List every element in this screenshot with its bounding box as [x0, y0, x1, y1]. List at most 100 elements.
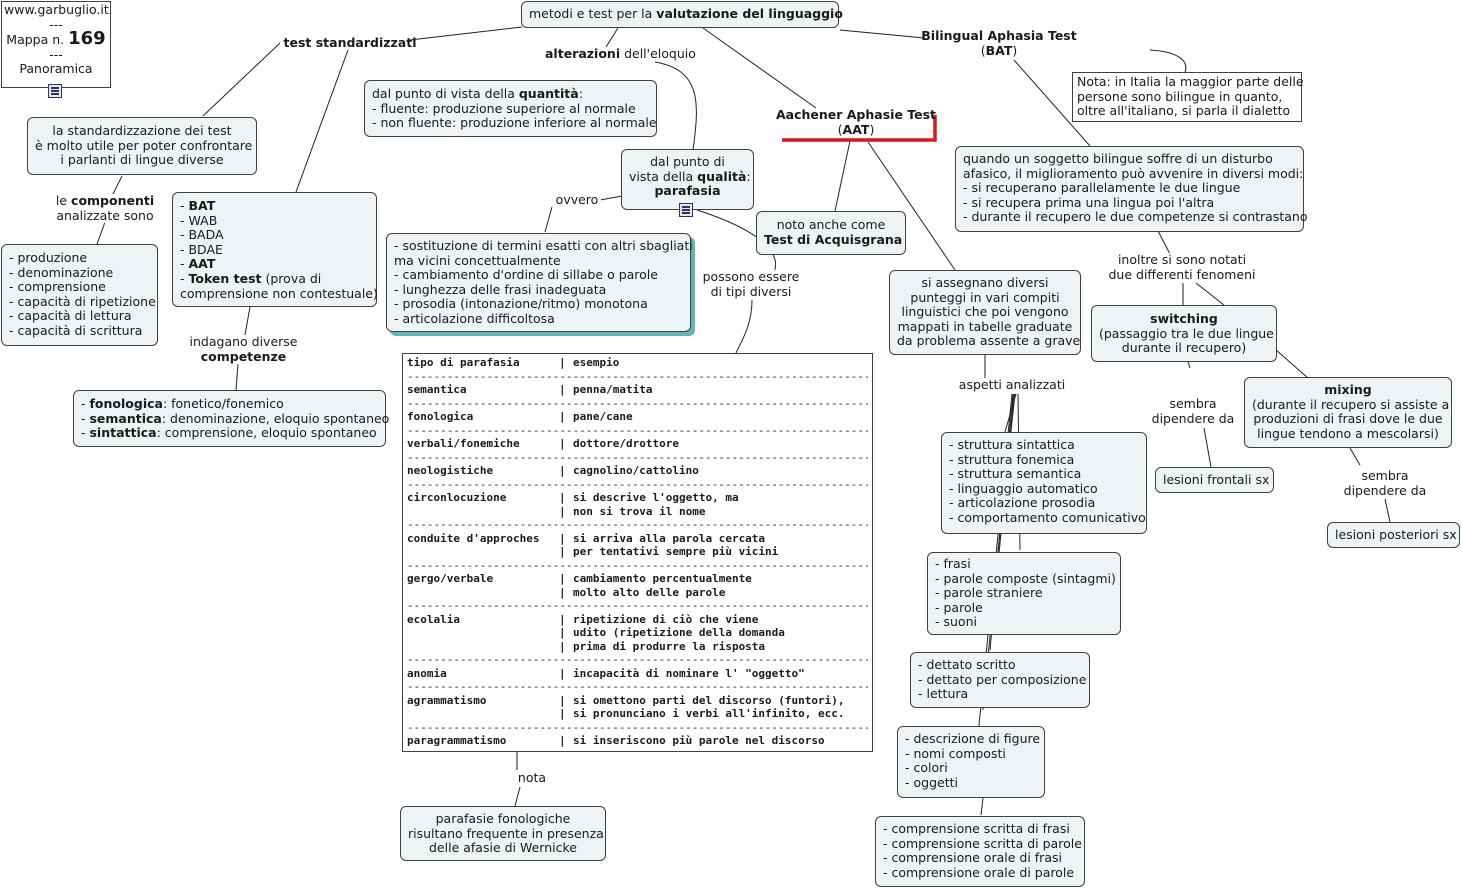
alterazioni-label[interactable]: alterazioni dell'eloquio [545, 46, 696, 61]
panoramica-link[interactable]: Panoramica [19, 61, 93, 77]
table-row: neologistiche|cagnolino/cattolino [407, 464, 868, 478]
table-separator: | [559, 545, 566, 558]
table-row: gergo/verbale | cambiamento percentualment… [407, 572, 868, 586]
separator: --- [49, 46, 63, 62]
tipi-diversi-label: possono essere di tipi diversi [700, 269, 802, 300]
table-separator: | [559, 504, 566, 518]
site-url[interactable]: www.garbuglio.it [4, 2, 109, 17]
acquisgrana-node[interactable]: noto anche come Test di Acquisgrana [756, 211, 906, 255]
parafasia-table[interactable]: tipo di parafasia|esempio---------------… [402, 353, 873, 752]
aat-title[interactable]: Aachener Aphasie Test (AAT) [775, 107, 937, 137]
table-cell-example: cambiamento percentualmente [573, 572, 752, 585]
competenze-list-node[interactable]: - fonologica: fonetico/fonemico - semant… [73, 390, 389, 447]
nota-italia-node[interactable]: Nota: in Italia la maggior parte delle p… [1072, 72, 1304, 122]
table-cell-type: gergo/verbale [407, 572, 494, 585]
table-cell-example: udito (ripetizione della domanda [573, 626, 785, 639]
table-rule: ----------------------------------------… [407, 518, 868, 531]
bilingue-node[interactable]: quando un soggetto bilingue soffre di un… [955, 146, 1307, 232]
frasi-node[interactable]: - frasi - parole composte (sintagmi) - p… [927, 552, 1121, 635]
table-separator: | [559, 639, 566, 653]
nota-label: nota [512, 770, 552, 786]
table-rule: ----------------------------------------… [407, 477, 868, 491]
table-cell-type [407, 545, 559, 559]
table-rule: ----------------------------------------… [407, 396, 868, 410]
table-cell-example: dottore/drottore [573, 437, 679, 450]
componenti-list-node[interactable]: - produzione - denominazione - comprensi… [1, 244, 158, 346]
table-row: | udito (ripetizione della domanda [407, 626, 868, 640]
aspetti-label: aspetti analizzati [953, 377, 1071, 393]
componenti-label: le componenti analizzate sono [46, 193, 164, 224]
table-row: |molto alto delle parole [407, 586, 868, 600]
table-separator: | [559, 585, 566, 599]
table-separator: | [559, 531, 566, 545]
map-number-line: Mappa n. 169 [4, 30, 108, 48]
competenze-label: indagano diverse competenze [186, 334, 301, 365]
table-cell-type [407, 707, 559, 721]
table-rule: ----------------------------------------… [407, 680, 868, 693]
bat-title[interactable]: Bilingual Aphasia Test (BAT) [921, 28, 1077, 58]
site-info-box: www.garbuglio.it --- Mappa n. 169 --- Pa… [1, 1, 111, 88]
table-separator: | [559, 491, 566, 504]
table-separator: | [559, 572, 566, 585]
ovvero-label: ovvero [553, 192, 601, 208]
nota-wernicke-node[interactable]: parafasie fonologiche risultano frequent… [400, 806, 606, 861]
table-cell-type: paragrammatismo [407, 734, 507, 747]
table-rule: ----------------------------------------… [407, 720, 868, 734]
mixing-node[interactable]: mixing (durante il recupero si assiste a… [1244, 377, 1452, 448]
standardizzazione-node[interactable]: la standardizzazione dei test è molto ut… [27, 117, 257, 175]
descrizione-node[interactable]: - descrizione di figure - nomi composti … [897, 726, 1045, 798]
test-list-node[interactable]: - BAT - WAB - BADA - BDAE - AAT - Token … [172, 192, 378, 307]
fenomeni-label: inoltre si sono notati due differenti fe… [1104, 252, 1260, 283]
map-link-icon[interactable] [48, 84, 62, 98]
table-row: conduite d'approches|si arriva alla paro… [407, 532, 868, 546]
table-separator: | [559, 437, 566, 450]
table-cell-type: semantica [407, 383, 467, 396]
table-row: ecolalia|ripetizione di ciò che viene [407, 613, 868, 627]
table-rule: ----------------------------------------… [407, 653, 868, 666]
table-row: agrammatismo|si omettono parti del disco… [407, 694, 868, 708]
table-rule: ----------------------------------------… [407, 599, 868, 612]
table-rule: ----------------------------------------… [407, 450, 868, 464]
notes-icon[interactable] [679, 203, 693, 217]
table-row: verbali/fonemiche|dottore/drottore [407, 437, 868, 451]
table-cell-type: neologistiche [407, 464, 494, 477]
comprensione-node[interactable]: - comprensione scritta di frasi - compre… [875, 816, 1085, 887]
aat-red-marker [782, 115, 937, 142]
quantita-node[interactable]: dal punto di vista della quantità: - flu… [364, 80, 657, 137]
sembra-label-1: sembra dipendere da [1150, 396, 1236, 427]
table-rule: ----------------------------------------… [407, 423, 868, 437]
table-separator: | [559, 410, 566, 423]
table-cell-example: incapacità di nominare l' "oggetto" [573, 666, 805, 680]
table-rule: ----------------------------------------… [407, 558, 868, 572]
test-standardizzati-label[interactable]: test standardizzati [283, 35, 417, 50]
root-node[interactable]: metodi e test per la valutazione del lin… [521, 1, 843, 28]
map-label: Mappa n. [6, 32, 65, 48]
table-separator: | [559, 626, 566, 639]
punteggi-node[interactable]: si assegnano diversi punteggi in vari co… [889, 270, 1081, 355]
table-cell-type: agrammatismo [407, 693, 487, 707]
table-separator: | [559, 666, 566, 680]
table-cell-type: conduite d'approches [407, 531, 540, 545]
map-number: 169 [68, 28, 106, 50]
switching-node[interactable]: switching (passaggio tra le due lingue d… [1091, 305, 1277, 362]
strutture-node[interactable]: - struttura sintattica - struttura fonem… [941, 432, 1147, 534]
lesioni-frontali-node[interactable]: lesioni frontali sx [1155, 467, 1274, 493]
table-separator: | [559, 383, 566, 396]
table-row: paragrammatismo|si inseriscono più parol… [407, 734, 868, 748]
qualita-node[interactable]: dal punto di vista della qualità: parafa… [621, 149, 754, 210]
table-cell-example: penna/matita [573, 383, 653, 396]
table-cell-example: prima di produrre la risposta [573, 639, 766, 653]
root-prefix: metodi e test per la [529, 6, 653, 21]
parafasia-description-node[interactable]: - sostituzione di termini esatti con alt… [386, 233, 693, 332]
lesioni-posteriori-node[interactable]: lesioni posteriori sx [1327, 522, 1460, 548]
dettato-node[interactable]: - dettato scritto - dettato per composiz… [910, 652, 1090, 708]
table-cell-type: fonologica [407, 410, 474, 423]
table-separator: | [559, 707, 566, 720]
table-cell-example: ripetizione di ciò che viene [573, 612, 759, 626]
table-cell-type: tipo di parafasia [407, 356, 520, 369]
table-cell-type [407, 626, 559, 640]
table-cell-example: cagnolino/cattolino [573, 464, 699, 477]
table-cell-type [407, 505, 559, 519]
table-row: circonlocuzione|si descrive l'oggetto, m… [407, 491, 868, 505]
table-separator: | [559, 693, 566, 707]
